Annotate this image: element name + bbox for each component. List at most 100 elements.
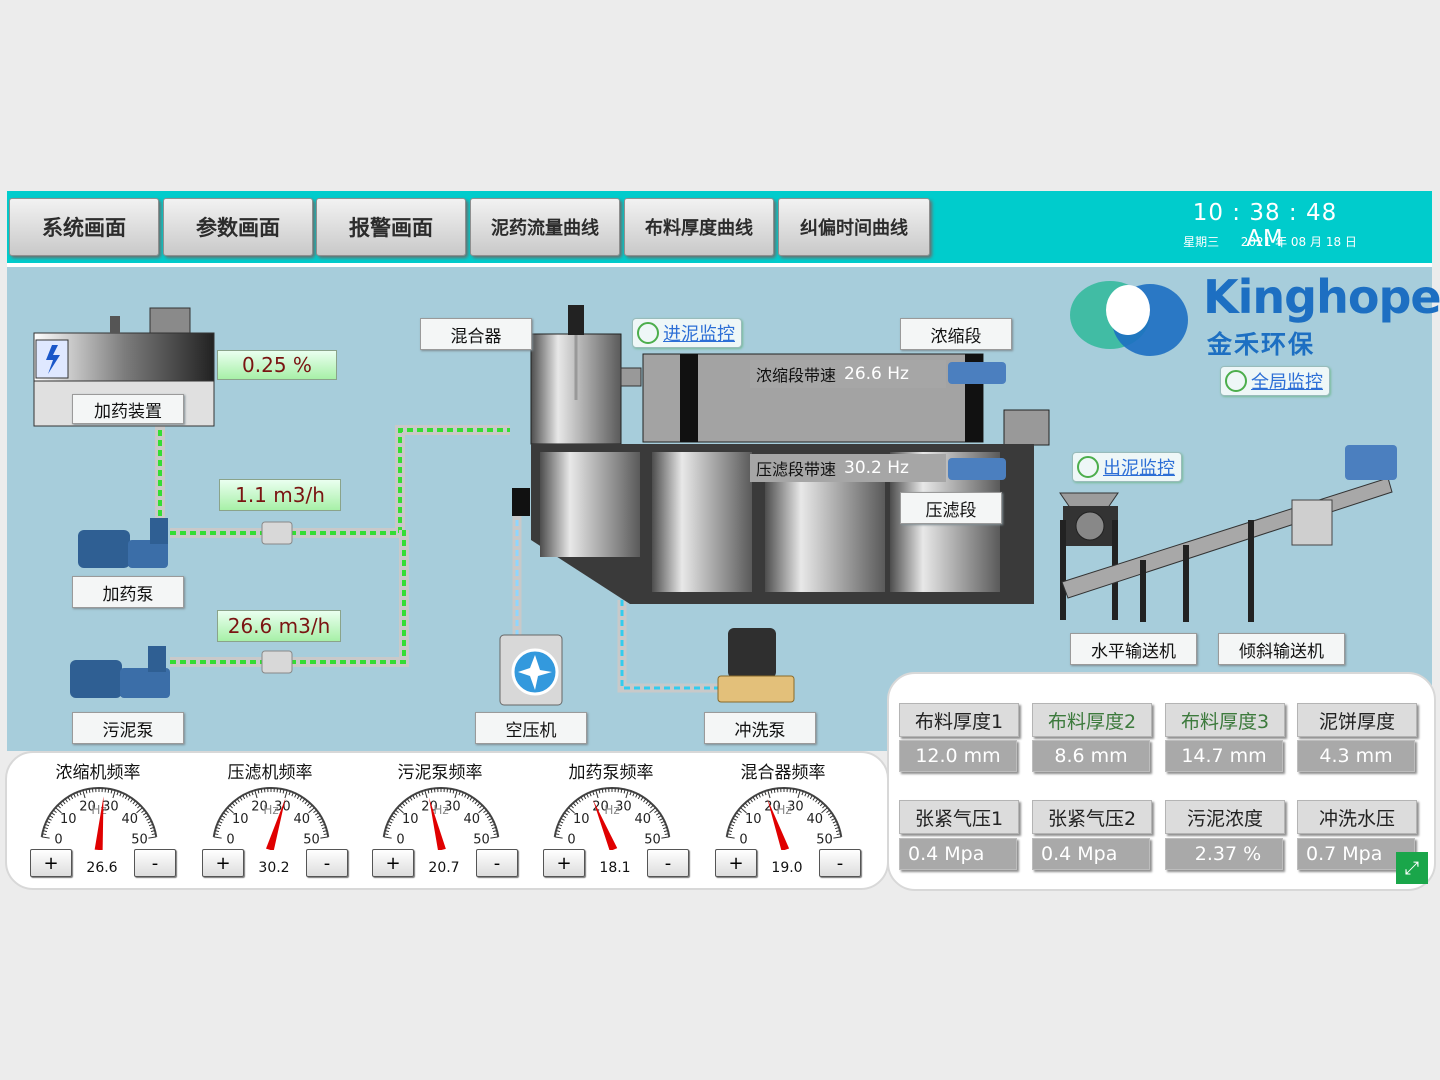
sludge-pump-shape: [70, 646, 170, 698]
gauge-tick: [732, 817, 737, 821]
nav-params-button[interactable]: 参数画面: [163, 198, 313, 256]
gauge-tick-label: 30: [615, 800, 632, 815]
press-label: 压滤段: [900, 492, 1002, 524]
gauge-tick: [384, 830, 390, 833]
weekday: 星期三: [1183, 235, 1220, 249]
gauge-tick: [127, 796, 131, 801]
gauge-tick: [383, 836, 392, 839]
gauge-tick: [141, 809, 145, 814]
increase-frequency-button[interactable]: +: [543, 849, 585, 877]
decrease-frequency-button[interactable]: -: [306, 849, 348, 877]
thickening-label: 浓缩段: [900, 318, 1012, 350]
brand-cn: 金禾环保: [1207, 330, 1316, 359]
gauge-tick: [51, 812, 56, 816]
gauge-tick: [829, 815, 834, 819]
gauge-tick: [767, 790, 771, 799]
gauge-tick: [464, 793, 467, 798]
gauge-tick: [251, 791, 254, 796]
gauge-tick: [397, 807, 404, 814]
incline-conveyor-shape: [1061, 477, 1393, 622]
gauge-tick: [146, 817, 151, 821]
parameter-value: 14.7 mm: [1165, 740, 1283, 772]
gauge-tick: [817, 800, 821, 805]
gauge-tick-label: 0: [396, 833, 404, 848]
gauge-tick: [107, 788, 110, 793]
gauge-tick: [49, 815, 54, 819]
gauge-tick-label: 20: [592, 800, 609, 815]
nav-system-button[interactable]: 系统画面: [9, 198, 159, 256]
nav-flow-curve-button[interactable]: 泥药流量曲线: [470, 198, 620, 256]
gauge-tick: [234, 800, 238, 805]
gauge-tick: [491, 826, 497, 830]
gauge-tick: [826, 809, 830, 814]
gauge-tick: [736, 812, 741, 816]
fullscreen-icon[interactable]: ⤢: [1396, 852, 1428, 884]
increase-frequency-button[interactable]: +: [30, 849, 72, 877]
outlet-monitor-label: 出泥监控: [1103, 458, 1175, 479]
decrease-frequency-button[interactable]: -: [476, 849, 518, 877]
gauge-tick: [282, 789, 285, 794]
gauge-tick: [663, 830, 669, 833]
gauge-tick: [42, 833, 47, 836]
outlet-monitor-link[interactable]: 出泥监控: [1072, 452, 1182, 482]
sludge-pump-label: 污泥泵: [72, 712, 184, 744]
clock-time: 10 : 38 : 48 AM: [1192, 200, 1338, 252]
gauge-needle: [592, 799, 618, 850]
press-speed-panel: 压滤段带速 30.2 Hz: [750, 454, 946, 482]
parameter-label: 张紧气压1: [899, 800, 1019, 834]
nav-thickness-curve-button[interactable]: 布料厚度曲线: [624, 198, 774, 256]
gauge-tick: [144, 815, 149, 819]
global-monitor-link[interactable]: 全局监控: [1220, 366, 1330, 396]
gauge-tick: [601, 788, 604, 793]
gauge-tick: [752, 796, 756, 801]
gauge-tick: [130, 798, 134, 803]
gauge-tick: [623, 789, 626, 794]
gauge-tick: [291, 792, 294, 797]
gauge-tick: [822, 804, 826, 809]
gauge-tick-label: 20: [764, 800, 781, 815]
gauge-tick: [734, 815, 739, 819]
gauge-tick: [570, 804, 574, 809]
gauge-tick: [449, 788, 452, 793]
increase-frequency-button[interactable]: +: [372, 849, 414, 877]
gauge-tick: [659, 817, 664, 821]
gauge-tick: [424, 790, 428, 799]
nav-alarm-button[interactable]: 报警画面: [316, 198, 466, 256]
gauge-tick: [797, 790, 801, 799]
global-monitor-label: 全局监控: [1251, 372, 1323, 393]
gauge-tick-label: 50: [473, 833, 490, 848]
gauge-tick: [85, 789, 88, 794]
inlet-monitor-link[interactable]: 进泥监控: [632, 318, 742, 348]
gauge-tick: [625, 790, 629, 799]
gauge-tick: [320, 823, 325, 827]
increase-frequency-button[interactable]: +: [715, 849, 757, 877]
nav-correction-curve-button[interactable]: 纠偏时间曲线: [778, 198, 930, 256]
gauge-tick: [149, 826, 155, 830]
gauge-tick: [214, 830, 220, 833]
gauge-tick: [122, 793, 125, 798]
gauge-tick: [136, 807, 143, 814]
gauge-tick: [662, 826, 668, 830]
gauge-tick: [556, 826, 562, 830]
gauge-tick: [661, 836, 670, 839]
dosing-pump-label: 加药泵: [72, 576, 184, 608]
gauge-tick: [562, 815, 567, 819]
gauge-tick: [589, 792, 592, 797]
gauge-tick: [304, 800, 308, 805]
increase-frequency-button[interactable]: +: [202, 849, 244, 877]
gauge-tick: [406, 798, 410, 803]
decrease-frequency-button[interactable]: -: [134, 849, 176, 877]
gauge-tick-label: 50: [303, 833, 320, 848]
parameter-label: 张紧气压2: [1032, 800, 1152, 834]
gauge-tick: [650, 804, 654, 809]
gauge-tick: [773, 788, 776, 793]
decrease-frequency-button[interactable]: -: [647, 849, 689, 877]
gauge-tick: [478, 807, 485, 814]
gauge-tick: [554, 836, 563, 839]
gauge-tick: [214, 833, 219, 836]
sludge-flow-readout: 26.6 m3/h: [217, 610, 341, 642]
decrease-frequency-button[interactable]: -: [819, 849, 861, 877]
